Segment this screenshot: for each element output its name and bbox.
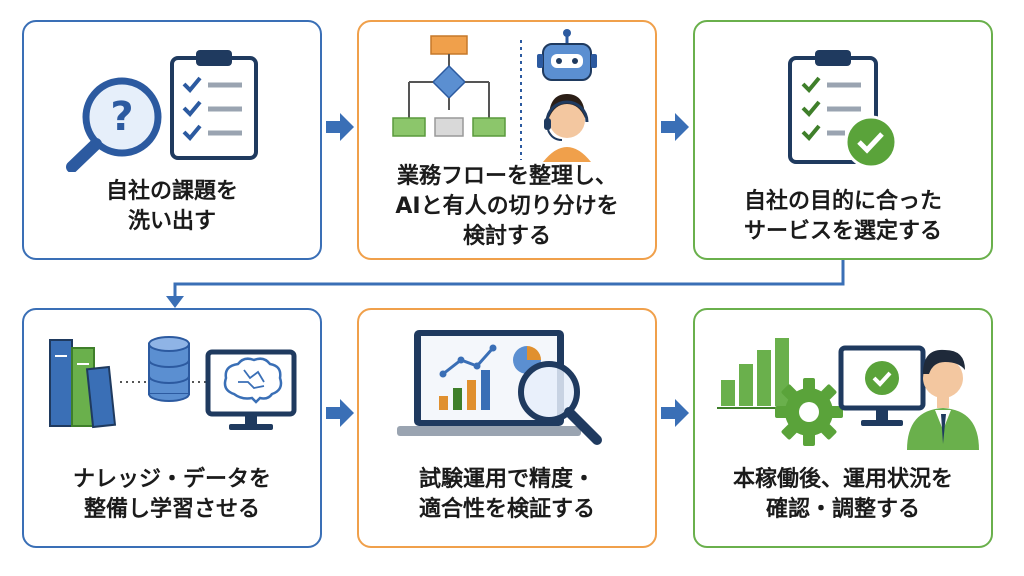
svg-text:?: ? [110, 94, 133, 140]
step-3-label: 自社の目的に合った サービスを選定する [743, 189, 942, 244]
step-3-illustration [788, 50, 898, 169]
checklist-clipboard-icon [170, 50, 258, 160]
step-5-illustration [397, 330, 602, 445]
step-6-illustration [717, 338, 979, 450]
monitor-check-icon [838, 345, 926, 426]
step-5-label: 試験運用で精度・ 適合性を検証する [418, 467, 595, 522]
step-2-card: 業務フローを整理し、 AIと有人の切り分けを 検討する [357, 20, 657, 260]
robot-icon [537, 29, 597, 81]
step-3-card: 自社の目的に合った サービスを選定する [693, 20, 993, 260]
step-1-illustration: ? [66, 50, 258, 172]
flowchart-icon [392, 35, 506, 137]
arrow-2-to-3 [661, 113, 689, 141]
ai-brain-monitor-icon [205, 349, 297, 430]
arrow-4-to-5 [326, 399, 354, 427]
step-1-card: ? 自社の課題を 洗い出す [22, 20, 322, 260]
operator-headset-icon [543, 94, 591, 162]
step-4-illustration [49, 336, 297, 430]
arrow-1-to-2 [326, 113, 354, 141]
step-2-illustration [392, 29, 597, 162]
bar-chart-icon [717, 338, 795, 409]
step-4-label: ナレッジ・データを 整備し学習させる [72, 467, 271, 522]
magnifier-icon [518, 361, 602, 445]
businessman-icon [907, 349, 979, 450]
clipboard-check-icon [788, 50, 898, 169]
arrow-3-to-4 [166, 260, 845, 308]
step-1-label: 自社の課題を 洗い出す [105, 179, 238, 234]
step-2-label: 業務フローを整理し、 AIと有人の切り分けを 検討する [395, 164, 619, 249]
arrow-5-to-6 [661, 399, 689, 427]
database-icon [148, 336, 190, 402]
books-icon [49, 339, 117, 429]
step-4-card: ナレッジ・データを 整備し学習させる [22, 308, 322, 548]
step-5-card: 試験運用で精度・ 適合性を検証する [357, 308, 657, 548]
gear-icon [775, 378, 843, 446]
step-6-card: 本稼働後、運用状況を 確認・調整する [693, 308, 993, 548]
magnifier-question-icon: ? [66, 77, 162, 172]
step-6-label: 本稼働後、運用状況を 確認・調整する [732, 467, 953, 522]
